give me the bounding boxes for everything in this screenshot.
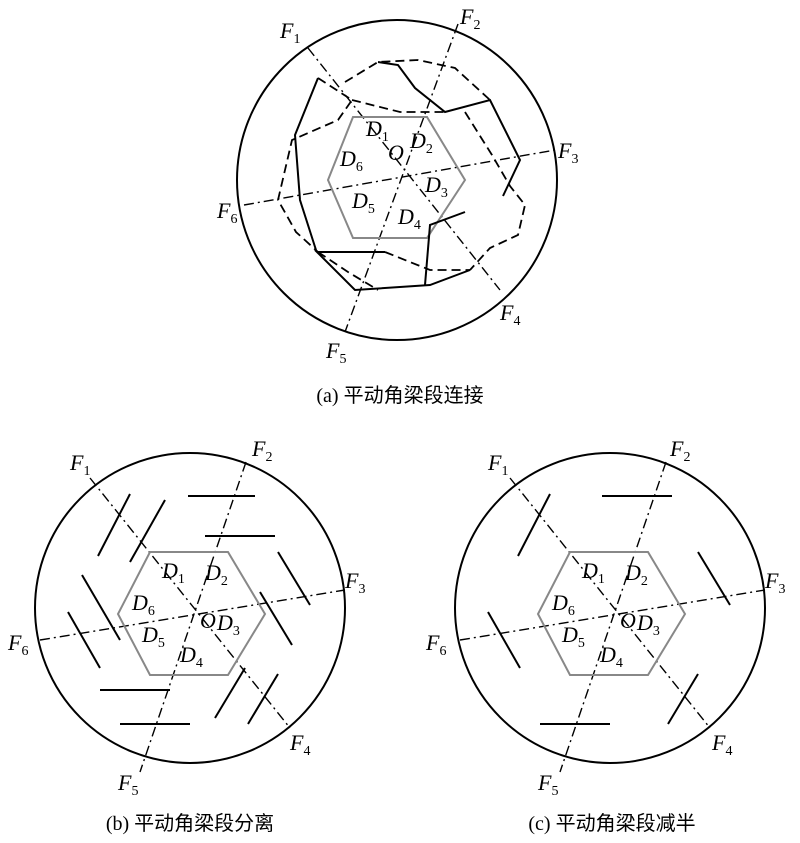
beam-b-7 [67, 611, 101, 669]
label-f4-b: F4 [289, 730, 310, 759]
label-d3-a: D3 [424, 172, 448, 201]
domain-labels-a: D1 D2 D3 D4 D5 D6 O [339, 116, 448, 233]
label-d2-c: D2 [624, 560, 648, 589]
label-d4-b: D4 [179, 642, 203, 671]
label-f6-b: F6 [7, 630, 28, 659]
dashed-beams-a [277, 59, 526, 291]
beam-dashed-2-a [277, 77, 354, 253]
beam-solid-2-a [424, 211, 466, 286]
beam-c-5 [697, 551, 731, 606]
outer-circle-b [34, 452, 346, 764]
label-f6-a: F6 [216, 198, 237, 227]
label-f3-c: F3 [764, 568, 785, 597]
label-f3-a: F3 [557, 138, 578, 167]
label-f5-a: F5 [325, 338, 346, 367]
fault-line-f6f3-a [243, 149, 556, 206]
label-d1-c: D1 [581, 558, 605, 587]
label-o-c: O [620, 608, 636, 633]
label-f2-a: F2 [459, 4, 480, 33]
label-f5-b: F5 [117, 770, 138, 799]
fault-line-f6f3-c [459, 589, 766, 641]
label-d1-b: D1 [161, 558, 185, 587]
beam-dashed-1-a [344, 59, 491, 101]
halved-beams-c [487, 493, 731, 725]
domain-labels-c: D1 D2 D6 O D3 D5 D4 [551, 558, 660, 671]
beam-b-8 [81, 574, 121, 641]
separated-beams-b [67, 493, 311, 725]
label-f1-a: F1 [279, 18, 300, 47]
beam-solid-4-a [293, 77, 319, 251]
label-d5-b: D5 [141, 622, 165, 651]
fault-line-f1f4-c [509, 477, 711, 729]
outer-circle-c [454, 452, 766, 764]
label-d4-c: D4 [599, 642, 623, 671]
beam-c-4 [487, 611, 521, 669]
label-d2-b: D2 [204, 560, 228, 589]
panel-a: F1 F2 F3 F4 F5 F6 D1 D2 D3 D4 D5 D6 O (a… [216, 4, 578, 407]
label-f2-b: F2 [251, 436, 272, 465]
beam-c-3 [517, 493, 551, 557]
label-d1-a: D1 [365, 116, 389, 145]
fault-lines-a [243, 23, 556, 333]
beam-dashed-5-a [384, 251, 470, 271]
panel-b: F1 F2 F3 F4 F5 F6 D1 D2 D6 O D3 D5 D4 (b… [7, 436, 365, 835]
beam-b-11 [214, 667, 246, 719]
beam-solid-1-a [377, 61, 522, 197]
fault-line-f2f5-c [559, 461, 667, 773]
outer-circle-a [236, 19, 558, 341]
label-f4-c: F4 [711, 730, 732, 759]
label-f6-c: F6 [425, 630, 446, 659]
label-d3-c: D3 [636, 610, 660, 639]
beam-c-6 [667, 673, 699, 725]
label-f2-c: F2 [669, 436, 690, 465]
panel-c: F1 F2 F3 F4 F5 F6 D1 D2 D6 O D3 D5 D4 (c… [425, 436, 785, 835]
beam-dashed-3-a [351, 99, 445, 113]
beam-dashed-4-a [464, 111, 526, 271]
fault-line-f1f4-b [89, 477, 291, 729]
domain-labels-b: D1 D2 D6 O D3 D5 D4 [131, 558, 240, 671]
beam-b-5 [97, 493, 131, 557]
beam-b-6 [129, 499, 166, 563]
beam-b-10 [277, 551, 311, 606]
center-hexagon-c [536, 551, 687, 676]
fault-lines-c [459, 461, 766, 773]
fault-line-f2f5-b [139, 461, 247, 773]
beam-b-9 [259, 591, 293, 646]
solid-beams-a [293, 61, 522, 292]
fault-line-f6f3-b [39, 589, 346, 641]
caption-b: (b) 平动角梁段分离 [106, 812, 274, 835]
fault-lines-b [39, 461, 346, 773]
label-d5-a: D5 [351, 188, 375, 217]
fault-labels-c: F1 F2 F3 F4 F5 F6 [425, 436, 785, 799]
beam-b-12 [247, 673, 279, 725]
label-d3-b: D3 [216, 610, 240, 639]
label-f4-a: F4 [499, 300, 520, 329]
label-d6-b: D6 [131, 590, 155, 619]
label-d4-a: D4 [397, 204, 421, 233]
caption-a: (a) 平动角梁段连接 [316, 384, 483, 407]
label-d6-c: D6 [551, 590, 575, 619]
fault-line-f2f5-a [344, 23, 459, 333]
label-f5-c: F5 [537, 770, 558, 799]
label-f1-c: F1 [487, 450, 508, 479]
label-f3-b: F3 [344, 568, 365, 597]
fault-labels-a: F1 F2 F3 F4 F5 F6 [216, 4, 578, 367]
center-hexagon-b [116, 551, 267, 676]
caption-c: (c) 平动角梁段减半 [528, 812, 695, 835]
beam-solid-3-a [314, 249, 471, 292]
label-d2-a: D2 [409, 128, 433, 157]
fault-line-f1f4-a [307, 47, 501, 291]
label-o-a: O [388, 140, 404, 165]
beam-dashed-6-a [317, 251, 379, 291]
label-d5-c: D5 [561, 622, 585, 651]
label-f1-b: F1 [69, 450, 90, 479]
label-d6-a: D6 [339, 146, 363, 175]
fault-labels-b: F1 F2 F3 F4 F5 F6 [7, 436, 365, 799]
center-hexagon-a [326, 116, 467, 239]
label-o-b: O [200, 608, 216, 633]
